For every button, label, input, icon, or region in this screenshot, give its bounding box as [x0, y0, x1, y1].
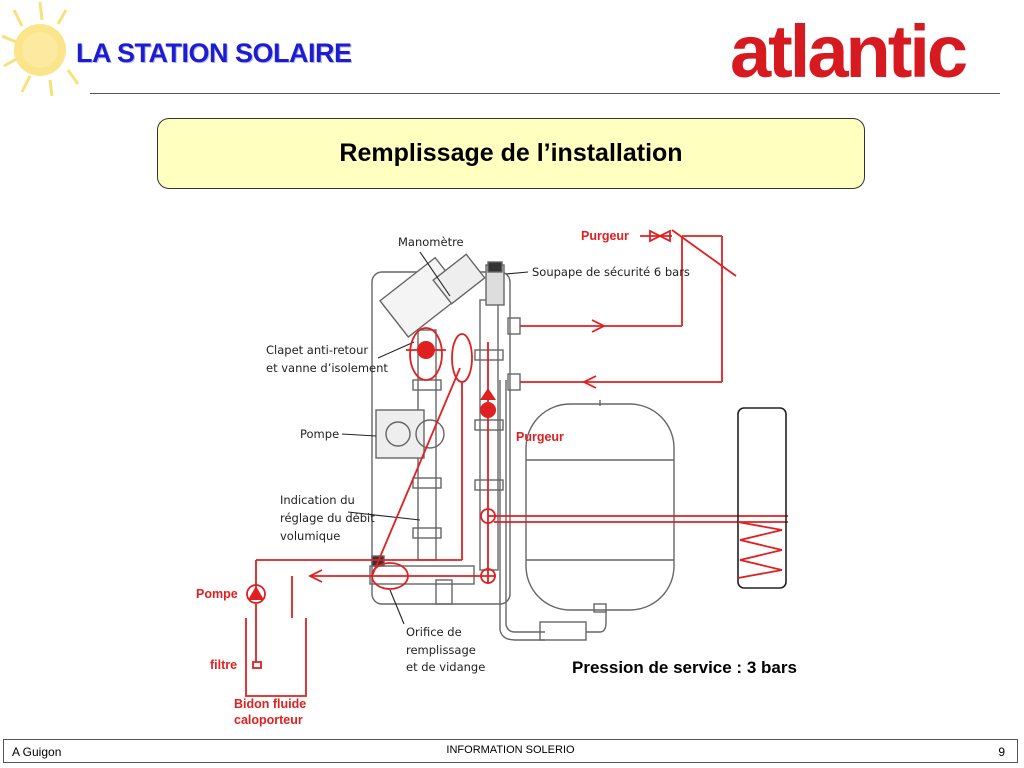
footer: A Guigon INFORMATION SOLERIO 9	[3, 739, 1018, 763]
label-indication-2: réglage du débit	[280, 511, 375, 525]
page-title: LA STATION SOLAIRE	[76, 38, 352, 68]
label-clapet-2: et vanne d’isolement	[266, 361, 388, 375]
label-purgeur-top: Purgeur	[581, 229, 629, 243]
label-manometre: Manomètre	[398, 235, 464, 249]
footer-center: INFORMATION SOLERIO	[446, 744, 575, 756]
label-filtre: filtre	[210, 658, 237, 672]
footer-author: A Guigon	[12, 745, 62, 759]
footer-page-number: 9	[998, 745, 1005, 759]
red-circuit	[245, 229, 788, 697]
atlantic-logo: atlantic	[730, 10, 968, 93]
section-banner: Remplissage de l’installation	[157, 118, 865, 189]
label-purgeur-mid: Purgeur	[516, 430, 564, 444]
label-orifice-3: et de vidange	[406, 660, 485, 674]
label-orifice-1: Orifice de	[406, 625, 462, 639]
station-body	[369, 253, 675, 641]
label-bidon-1: Bidon fluide	[234, 697, 306, 711]
label-indication-3: volumique	[280, 529, 340, 543]
label-pression: Pression de service : 3 bars	[572, 658, 797, 677]
label-pompe-ext: Pompe	[196, 587, 238, 601]
leader-lines	[341, 251, 529, 625]
label-soupape: Soupape de sécurité 6 bars	[532, 265, 690, 279]
label-clapet-1: Clapet anti-retour	[266, 343, 368, 357]
label-indication-1: Indication du	[280, 493, 355, 507]
sun-logo-icon	[1, 1, 80, 97]
banner-title: Remplissage de l’installation	[339, 139, 683, 167]
red-markers	[246, 341, 496, 604]
label-pompe: Pompe	[300, 427, 339, 441]
label-orifice-2: remplissage	[406, 643, 476, 657]
label-bidon-2: caloporteur	[234, 713, 303, 727]
header-divider	[90, 93, 1000, 94]
